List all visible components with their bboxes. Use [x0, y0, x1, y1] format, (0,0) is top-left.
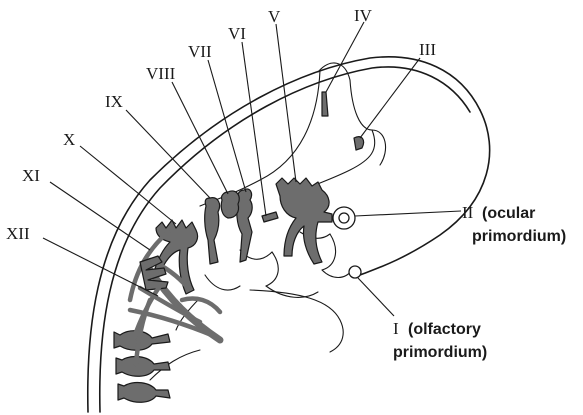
- label-vi: VI: [228, 24, 246, 43]
- label-ii-numeral: II: [462, 203, 474, 222]
- label-ix: IX: [105, 92, 123, 111]
- label-vii: VII: [188, 42, 212, 61]
- label-iii: III: [419, 40, 436, 59]
- label-xi: XI: [22, 166, 40, 185]
- label-x: X: [63, 130, 75, 149]
- nerve-ix: [205, 198, 220, 264]
- leader-lines: [43, 22, 461, 316]
- olfactory-placode: [349, 266, 361, 278]
- nerve-iv: [322, 92, 328, 116]
- label-xii: XII: [6, 224, 30, 243]
- label-i-text-1: (olfactory: [408, 321, 481, 338]
- label-i-numeral: I: [393, 319, 399, 338]
- nerve-viii: [221, 191, 239, 218]
- nerve-vi: [262, 212, 278, 222]
- spinal-ganglion-3: [118, 383, 170, 403]
- label-ii-text-2: primordium): [472, 228, 566, 245]
- nerve-v-ganglion: [276, 178, 332, 264]
- label-i-text-2: primordium): [393, 344, 487, 361]
- label-viii: VIII: [146, 64, 176, 83]
- nerve-iii: [354, 137, 364, 150]
- spinal-ganglion-2: [116, 357, 170, 377]
- label-ii-text-1: (ocular: [482, 205, 535, 222]
- label-iv: IV: [354, 6, 373, 25]
- label-v: V: [268, 7, 281, 26]
- cranial-nerves: [114, 92, 364, 402]
